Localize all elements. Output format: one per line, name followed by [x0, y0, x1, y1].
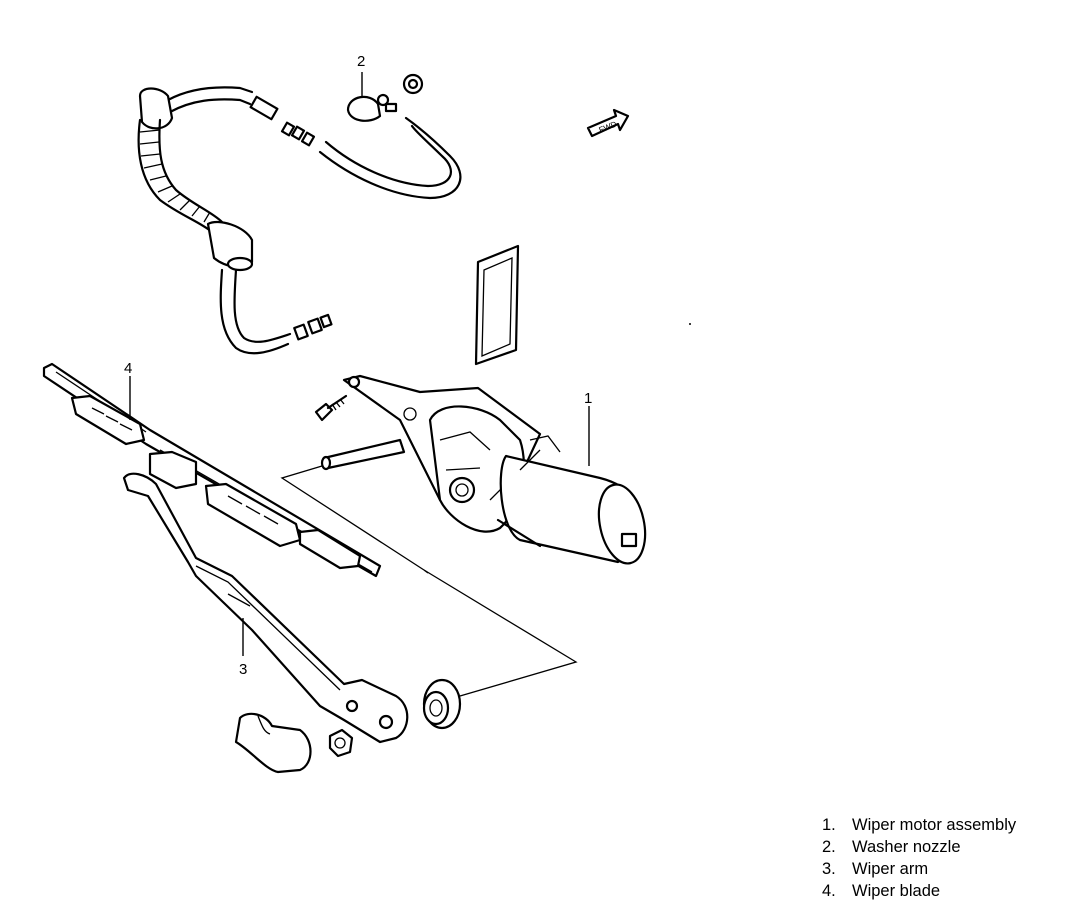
callout-1: 1	[584, 390, 592, 407]
washer-hose	[137, 86, 462, 355]
assembly-lines	[280, 465, 578, 697]
wiper-blade	[42, 362, 382, 578]
pivot-cap	[234, 712, 312, 774]
callout-4: 4	[124, 360, 132, 377]
wiper-motor-assembly	[314, 374, 647, 565]
legend-item: 4. Wiper blade	[822, 880, 1016, 902]
washer	[422, 678, 462, 730]
legend-label: Wiper motor assembly	[852, 816, 1017, 834]
legend-number: 1.	[822, 816, 836, 834]
legend-item: 3. Wiper arm	[822, 858, 1016, 880]
gasket	[474, 244, 520, 366]
legend-number: 3.	[822, 860, 836, 878]
washer-nozzle	[346, 72, 424, 122]
legend-label: Wiper arm	[852, 860, 929, 878]
legend-number: 2.	[822, 838, 836, 856]
parts-legend: 1. Wiper motor assembly 2. Washer nozzle…	[822, 814, 1016, 902]
legend-item: 2. Washer nozzle	[822, 836, 1016, 858]
legend-item: 1. Wiper motor assembly	[822, 814, 1016, 836]
legend-number: 4.	[822, 882, 836, 900]
callout-3: 3	[239, 661, 247, 678]
nut	[328, 728, 354, 758]
callout-2: 2	[357, 53, 365, 70]
legend-label: Wiper blade	[852, 882, 941, 900]
legend-label: Washer nozzle	[852, 838, 961, 856]
wiper-arm	[122, 472, 409, 744]
fwd-arrow-icon: FWD	[586, 108, 630, 138]
